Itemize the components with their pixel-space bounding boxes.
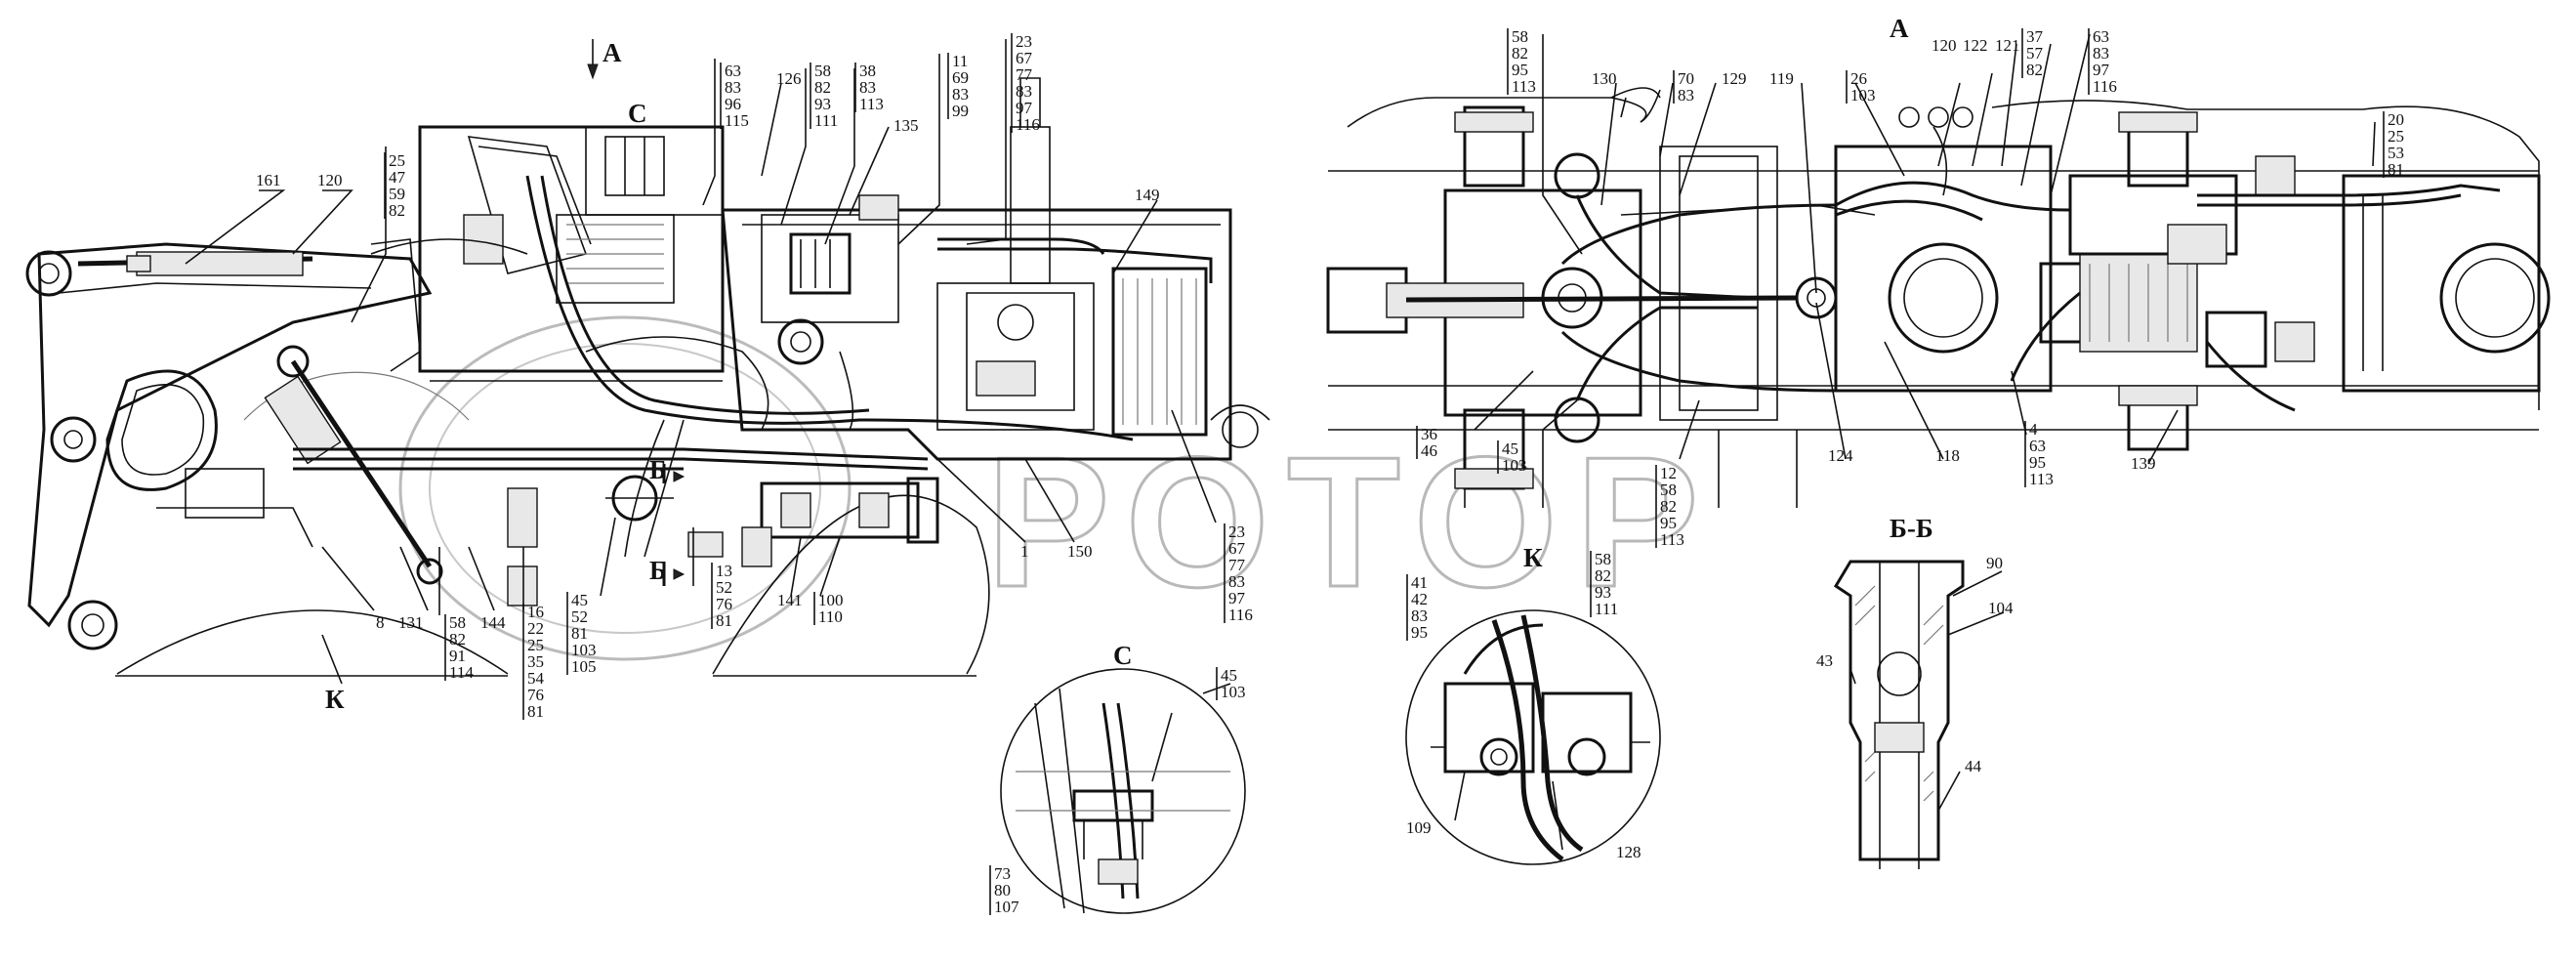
- callout-c144: 144: [480, 613, 506, 632]
- section-mark-bb-detail: Б-Б: [1890, 514, 1933, 543]
- section-mark-b-mark-lower: Б: [649, 556, 667, 585]
- watermark-text: РОТОР: [986, 419, 1717, 626]
- callout-c126: 126: [776, 69, 802, 88]
- callout-c128: 128: [1616, 843, 1641, 861]
- callout-c150: 150: [1067, 542, 1093, 561]
- watermark: РОТОР: [398, 315, 1717, 661]
- callout-c119: 119: [1769, 69, 1794, 88]
- callout-c131: 131: [398, 613, 424, 632]
- callout-c109: 109: [1406, 818, 1432, 837]
- left-view-leaders: [185, 39, 1217, 685]
- right-view-leaders: [1474, 33, 2376, 465]
- callout-c43: 43: [1816, 651, 1833, 670]
- callout-c120L: 120: [317, 171, 343, 189]
- callout-c122: 122: [1963, 36, 1988, 55]
- callout-c139: 139: [2131, 454, 2156, 473]
- callout-c120R: 120: [1932, 36, 1957, 55]
- section-mark-k-detail: К: [1523, 543, 1543, 572]
- section-mark-b-mark-upper: Б: [649, 455, 667, 484]
- callout-c124: 124: [1828, 446, 1853, 465]
- callout-c90: 90: [1986, 554, 2003, 572]
- callout-c1: 1: [1020, 542, 1029, 561]
- left-view-front-section: [25, 39, 1270, 677]
- detail-bb: [1833, 560, 2005, 869]
- callout-c118: 118: [1935, 446, 1960, 465]
- section-mark-a-right: А: [1890, 14, 1909, 43]
- callout-c44: 44: [1965, 757, 1982, 775]
- detail-k: [1405, 609, 1661, 865]
- callout-c129: 129: [1722, 69, 1747, 88]
- callout-c149: 149: [1135, 186, 1160, 204]
- callout-c161: 161: [256, 171, 281, 189]
- callout-c104: 104: [1988, 599, 2014, 617]
- section-mark-a-left: А: [602, 38, 622, 67]
- callout-c141: 141: [777, 591, 803, 609]
- callout-c130: 130: [1592, 69, 1617, 88]
- section-mark-k-main: К: [325, 685, 345, 714]
- section-mark-c-detail: С: [1113, 641, 1133, 670]
- section-mark-c-main: С: [628, 99, 647, 128]
- callout-c135: 135: [893, 116, 919, 135]
- callout-c8: 8: [376, 613, 385, 632]
- detail-c: [1000, 668, 1246, 914]
- callout-c121: 121: [1995, 36, 2020, 55]
